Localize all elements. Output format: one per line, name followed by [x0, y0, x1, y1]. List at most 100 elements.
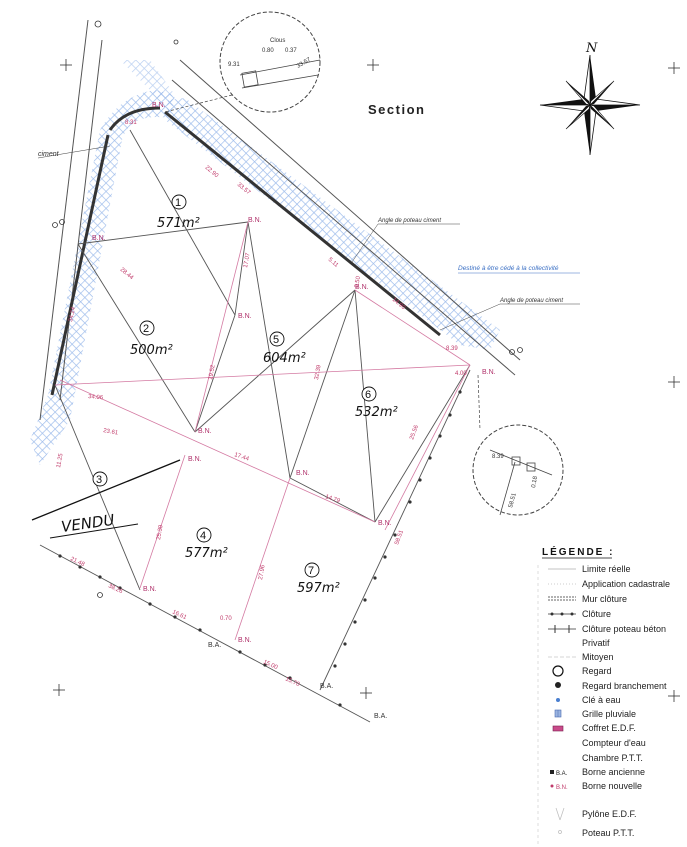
detail-bottom-dim-2: 0.18: [531, 475, 539, 488]
legend-label: Clé à eau: [582, 695, 621, 705]
filled-circle-icon: [555, 682, 561, 688]
legend-item-compteur-eau: Compteur d'eau: [582, 738, 646, 748]
legend-label: Application cadastrale: [582, 579, 670, 589]
legend-item-grille-pluviale: Grille pluviale: [554, 709, 636, 719]
ba-marker: B.A.: [374, 713, 387, 720]
dim-label: 22.90: [204, 165, 220, 180]
road-band-diagonal: [165, 98, 500, 350]
legend-label: Mur clôture: [582, 594, 627, 604]
registration-marks: [53, 59, 680, 702]
dim-label: 28.44: [119, 267, 135, 282]
compass-rose-icon: N: [539, 41, 641, 156]
detail-bottom-dim-1: 8.39: [492, 454, 504, 460]
legend-item-application-cadastrale: Application cadastrale: [548, 579, 670, 589]
lot-6: 6 532m²: [355, 386, 398, 420]
legend-label: Compteur d'eau: [582, 738, 646, 748]
legend-item-cle-a-eau: Clé à eau: [556, 695, 621, 705]
annotation-ciment: ciment: [38, 151, 60, 158]
lot-3: 3: [92, 471, 108, 487]
legend-label: Borne ancienne: [582, 767, 645, 777]
bn-marker: B.N.: [238, 313, 252, 320]
lot-area: 597m²: [297, 581, 340, 596]
lot-number: 4: [200, 530, 206, 542]
bn-marker: B.N.: [482, 369, 496, 376]
road-band-left: [30, 90, 175, 465]
detail-top-dim-3: 9.31: [228, 62, 240, 68]
dim-label: 5.11: [327, 257, 340, 269]
legend-item-limite-reelle: Limite réelle: [548, 564, 631, 574]
lot-2: 2 500m²: [130, 320, 173, 358]
legend-item-borne-nouvelle: B.N. Borne nouvelle: [550, 781, 642, 791]
legend-label: Regard: [582, 666, 612, 676]
dim-label: 14.79: [324, 494, 341, 505]
dim-label: 0.50: [354, 275, 362, 288]
legend-item-cloture: Clôture: [548, 609, 611, 619]
annotation-angle-poteau-1: Angle de poteau ciment: [377, 218, 441, 224]
dim-label: 32.39: [314, 364, 323, 380]
bn-marker: B.N.: [92, 235, 106, 242]
bn-marker: B.N.: [355, 284, 369, 291]
bn-marker: B.N.: [248, 217, 262, 224]
dim-label: 19.52: [208, 364, 217, 380]
legend-item-privatif: Privatif: [582, 638, 610, 648]
dim-label: 25.56: [409, 424, 420, 441]
annotation-destine: Destiné à être cédé à la collectivité: [458, 265, 559, 272]
bn-marker: B.N.: [143, 586, 157, 593]
dot-icon: [556, 698, 560, 702]
legend-label: Borne nouvelle: [582, 781, 642, 791]
legend-label: Coffret E.D.F.: [582, 723, 636, 733]
lot-number: 5: [273, 334, 279, 346]
detail-circle-top: Clous 0.80 0.37 9.31 33.57: [164, 11, 321, 113]
bn-marker: B.N.: [198, 428, 212, 435]
lot-area: 577m²: [185, 546, 228, 561]
bn-icon-label: B.N.: [556, 785, 568, 791]
bottom-boundary: [39, 369, 471, 723]
legend-label: Clôture poteau béton: [582, 624, 666, 634]
legend-item-borne-ancienne: B.A. Borne ancienne: [550, 767, 645, 777]
dim-label: 17.07: [243, 252, 252, 268]
detail-bottom-dim-3: 58.51: [508, 492, 518, 509]
dim-label: 21.48: [69, 556, 86, 568]
legend-item-chambre-ptt: Chambre P.T.T.: [582, 753, 643, 763]
dim-label: 23.61: [103, 428, 119, 437]
annotation-angle-poteau-2: Angle de poteau ciment: [499, 298, 563, 304]
bn-marker: B.N.: [378, 520, 392, 527]
bn-marker: B.N.: [152, 102, 166, 109]
marker-bn-icon: B.N.: [550, 784, 568, 791]
legend-label: Pylône E.D.F.: [582, 809, 637, 819]
lot-number: 3: [96, 474, 102, 486]
circle-icon: [552, 665, 564, 677]
box-icon: [552, 725, 564, 732]
dim-label: 34.06: [88, 394, 104, 401]
dim-label: 27.96: [258, 564, 267, 580]
legend-item-coffret-edf: Coffret E.D.F.: [552, 723, 636, 733]
lot-area: 604m²: [263, 351, 306, 366]
lot-number: 6: [365, 389, 371, 401]
lot-number: 2: [143, 323, 149, 335]
pole-icon: [558, 830, 562, 834]
dim-label: 0.70: [220, 616, 232, 622]
legend-label: Limite réelle: [582, 564, 631, 574]
lot-lines: [54, 129, 471, 591]
legend-title: LÉGENDE :: [542, 545, 614, 558]
ba-marker: B.A.: [208, 642, 221, 649]
detail-top-label: Clous: [270, 38, 285, 44]
dimension-lines: [54, 221, 471, 641]
dim-label: 11.25: [56, 452, 65, 468]
lot-7: 7 597m²: [297, 562, 340, 596]
legend-label: Grille pluviale: [582, 709, 636, 719]
legend-item-cloture-poteau-beton: Clôture poteau béton: [548, 624, 666, 634]
dim-label: 15.70: [284, 676, 301, 688]
dim-label: 15.00: [262, 659, 279, 671]
wall-icon: [548, 596, 576, 601]
bn-marker: B.N.: [188, 456, 202, 463]
lot-1: 1 571m²: [157, 194, 200, 231]
dim-label: 8.39: [446, 346, 458, 352]
marker-ba-icon: B.A.: [550, 770, 568, 777]
dim-label: 25.39: [156, 524, 165, 540]
bn-marker: B.N.: [238, 637, 252, 644]
legend-label: Mitoyen: [582, 652, 614, 662]
lot-area: 532m²: [355, 405, 398, 420]
legend-label: Poteau P.T.T.: [582, 828, 634, 838]
